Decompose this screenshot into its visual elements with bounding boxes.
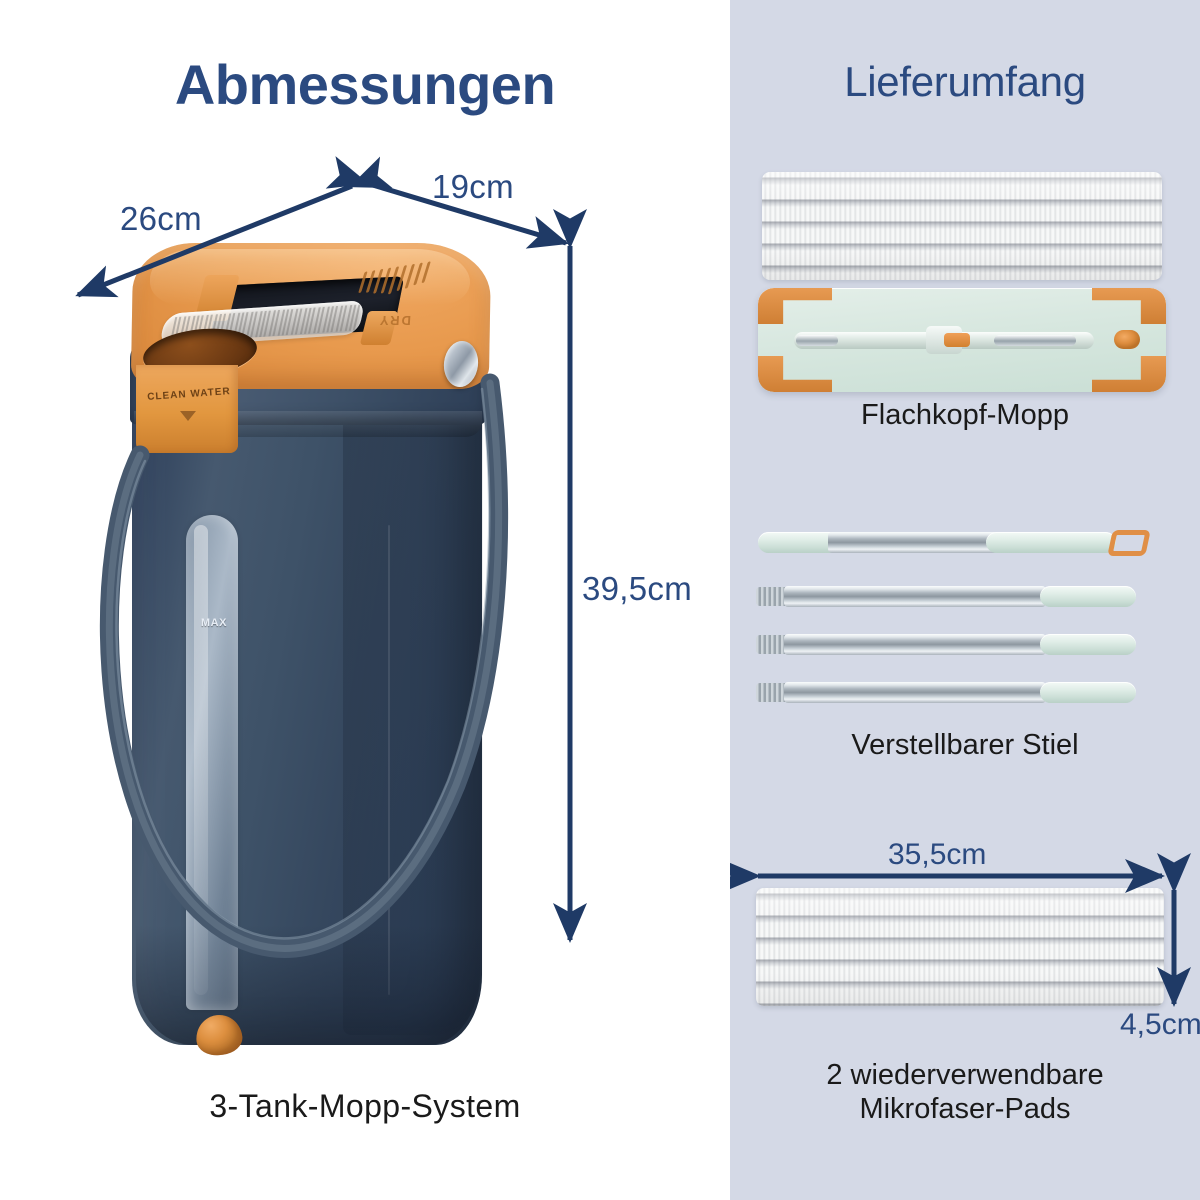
plate-hinge-orange bbox=[944, 333, 970, 347]
kit-item-caption-pole: Verstellbarer Stiel bbox=[851, 729, 1079, 761]
dimensions-panel: Abmessungen DRY CLEAN WATER bbox=[75, 53, 693, 1124]
gauge-highlight bbox=[194, 525, 208, 995]
product-caption: 3-Tank-Mopp-System bbox=[209, 1088, 521, 1124]
kit-contents-panel: Lieferumfang Flachkopf-Mopp bbox=[730, 0, 1200, 1200]
microfiber-pad bbox=[756, 888, 1164, 1006]
mop-pad-top bbox=[762, 172, 1162, 280]
pads-caption-line-2: Mikrofaser-Pads bbox=[859, 1093, 1071, 1126]
plate-release-button bbox=[1114, 330, 1140, 349]
kit-title: Lieferumfang bbox=[844, 58, 1086, 105]
kit-item-caption-mop: Flachkopf-Mopp bbox=[861, 399, 1069, 431]
pole-segment-top bbox=[758, 530, 1154, 556]
plate-chrome-left bbox=[796, 335, 838, 346]
plate-corner-bottom-right bbox=[1092, 356, 1166, 392]
pole-segment-3 bbox=[756, 634, 1136, 655]
plate-corner-top-right bbox=[1092, 288, 1166, 324]
mop-plate bbox=[758, 288, 1166, 392]
plate-corner-bottom-left bbox=[758, 356, 832, 392]
dimension-height-label: 39,5cm bbox=[582, 570, 693, 607]
dimension-depth-label: 26cm bbox=[120, 200, 202, 237]
mop-bucket-illustration: DRY CLEAN WATER MAX bbox=[88, 225, 518, 1065]
plate-corner-top-left bbox=[758, 288, 832, 324]
pole-hook-icon bbox=[1107, 530, 1151, 556]
dimension-width-label: 19cm bbox=[432, 168, 514, 205]
bucket-seam bbox=[388, 525, 390, 995]
bucket-handle bbox=[99, 373, 509, 958]
max-level-label: MAX bbox=[200, 617, 228, 629]
pad-height-label: 4,5cm bbox=[1120, 1008, 1200, 1041]
triangle-down-icon bbox=[180, 411, 196, 421]
pole-segment-2 bbox=[756, 586, 1136, 607]
clean-water-tab bbox=[136, 365, 238, 453]
plate-chrome-right bbox=[994, 335, 1076, 346]
page-title: Abmessungen bbox=[174, 53, 556, 116]
pads-caption-line-1: 2 wiederverwendbare bbox=[826, 1059, 1104, 1091]
pole-segment-4 bbox=[756, 682, 1136, 703]
kit-item-caption-pads: 2 wiederverwendbare Mikrofaser-Pads bbox=[730, 1058, 1200, 1126]
pad-length-label: 35,5cm bbox=[888, 838, 987, 871]
